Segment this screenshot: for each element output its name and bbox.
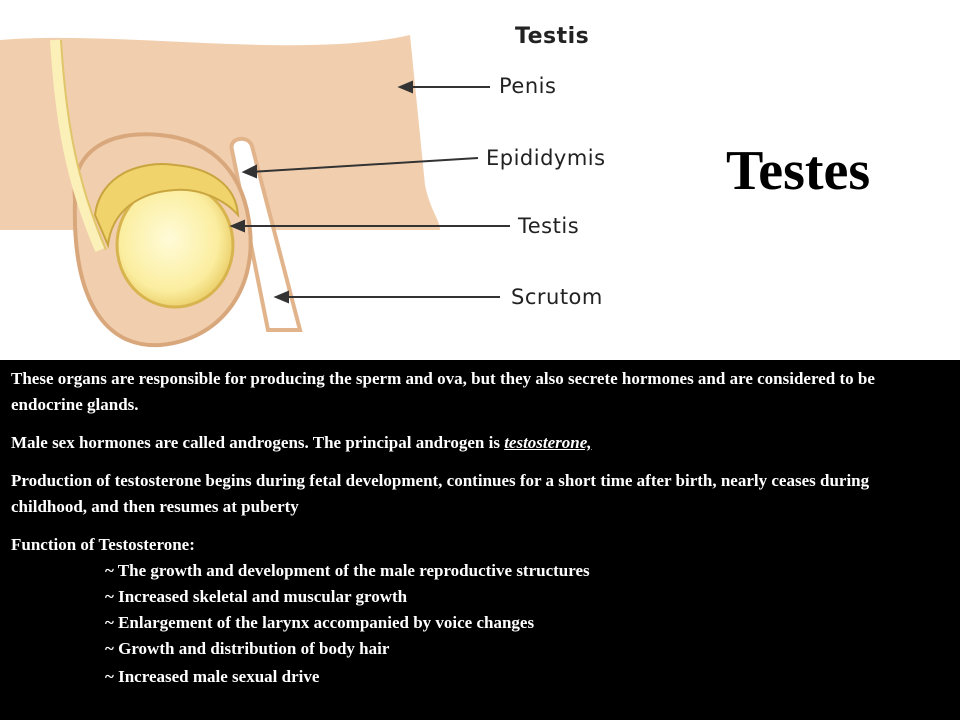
diagram-title: Testis <box>515 24 590 49</box>
function-item: ~ Increased skeletal and muscular growth <box>105 587 408 606</box>
slide-title: Testes <box>726 140 871 202</box>
function-heading: Function of Testosterone: <box>11 535 195 554</box>
epididymis-shape <box>93 163 240 249</box>
paragraph-production: Production of testosterone begins during… <box>11 471 870 516</box>
testis-diagram: Testis Penis Epididymis Testis Scrutom <box>0 24 606 348</box>
function-item: ~ Growth and distribution of body hair <box>105 639 390 658</box>
label-epididymis: Epididymis <box>486 146 606 170</box>
text-box: These organs are responsible for produci… <box>0 360 960 720</box>
function-item: ~ Increased male sexual drive <box>105 667 320 686</box>
paragraph-androgens: Male sex hormones are called androgens. … <box>11 430 946 456</box>
label-scrotum: Scrutom <box>511 285 603 309</box>
paragraph-endocrine: These organs are responsible for produci… <box>11 369 875 414</box>
spermatic-cord <box>50 39 105 252</box>
penis-shape <box>229 136 303 332</box>
anatomy-illustration <box>0 35 510 348</box>
label-penis: Penis <box>499 74 557 98</box>
pointer-arrows <box>229 80 510 304</box>
label-testis: Testis <box>518 214 580 238</box>
androgens-text: Male sex hormones are called androgens. … <box>11 433 505 452</box>
testosterone-term: testosterone, <box>504 433 592 452</box>
function-item: ~ Enlargement of the larynx accompanied … <box>105 613 535 632</box>
function-item: ~ The growth and development of the male… <box>105 561 590 580</box>
